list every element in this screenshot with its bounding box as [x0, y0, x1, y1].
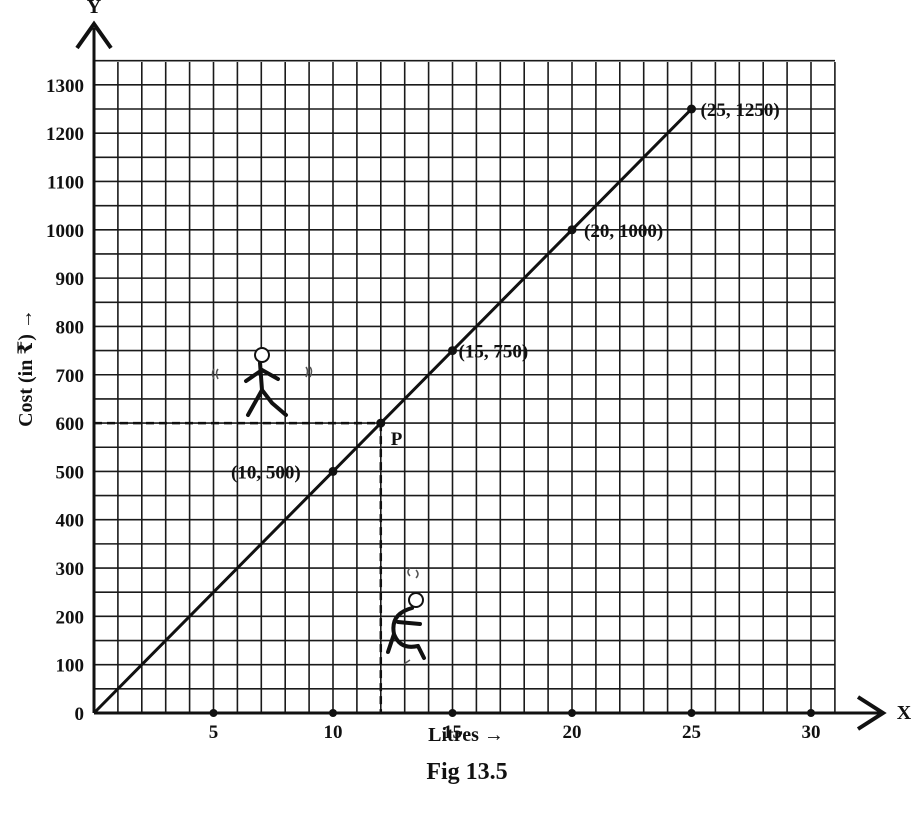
y-tick-label: 700 — [56, 366, 85, 387]
x-axis-marker — [568, 709, 576, 717]
data-point-label: (20, 1000) — [584, 221, 663, 242]
projection-guides — [94, 421, 383, 713]
x-axis-marker — [807, 709, 815, 717]
grid — [94, 59, 836, 713]
x-tick-label: 5 — [209, 722, 219, 743]
data-point-label: (15, 750) — [459, 342, 529, 363]
tick-labels: 0 100 200 300 400 500 600 700 800 900 1000 1100 1200… — [46, 76, 821, 743]
y-axis-label: Cost (in ₹) → — [15, 309, 37, 427]
x-tick-label: 20 — [563, 722, 582, 743]
data-point — [567, 225, 577, 235]
x-tick-label: 10 — [324, 722, 343, 743]
y-tick-label: 1000 — [46, 221, 84, 242]
x-tick-label: 30 — [802, 722, 821, 743]
y-tick-label: 600 — [56, 414, 85, 435]
y-tick-label: 1200 — [46, 124, 84, 145]
point-labels: (10, 500) (15, 750) (20, 1000) (25, 1250) P — [231, 100, 780, 483]
y-tick-label: 900 — [56, 269, 85, 290]
y-axis-arrow-icon — [75, 20, 113, 50]
x-tick-label: 25 — [682, 722, 701, 743]
axes — [75, 20, 887, 731]
x-axis-marker — [448, 709, 457, 717]
walking-person-icon — [211, 347, 313, 417]
y-tick-label: 1300 — [46, 76, 84, 97]
data-point — [687, 104, 696, 114]
x-axis-marker — [209, 709, 218, 717]
x-tick-label: 15 — [443, 722, 462, 743]
x-axis-marker — [687, 709, 696, 717]
y-tick-label: 300 — [56, 559, 85, 580]
data-point-label: (25, 1250) — [701, 100, 780, 121]
x-axis-label: Litres → — [428, 724, 504, 746]
data-point — [328, 466, 338, 476]
y-axis-letter: Y — [87, 0, 102, 18]
y-tick-label: 0 — [75, 704, 85, 725]
data-point-label: (10, 500) — [231, 462, 301, 483]
x-axis-letter: X — [897, 702, 912, 724]
y-tick-label: 1100 — [47, 172, 84, 193]
y-tick-label: 800 — [56, 317, 85, 338]
crouching-person-icon — [386, 567, 426, 665]
x-axis-arrow-icon — [856, 695, 887, 731]
y-tick-label: 100 — [56, 656, 85, 677]
y-tick-label: 500 — [56, 462, 85, 483]
x-axis-marker — [329, 709, 337, 717]
highlight-point — [376, 418, 386, 428]
data-point — [448, 346, 457, 356]
y-tick-label: 200 — [56, 607, 85, 628]
y-tick-label: 400 — [56, 511, 85, 532]
figure-caption: Fig 13.5 — [426, 759, 507, 785]
highlight-point-label: P — [391, 429, 403, 450]
